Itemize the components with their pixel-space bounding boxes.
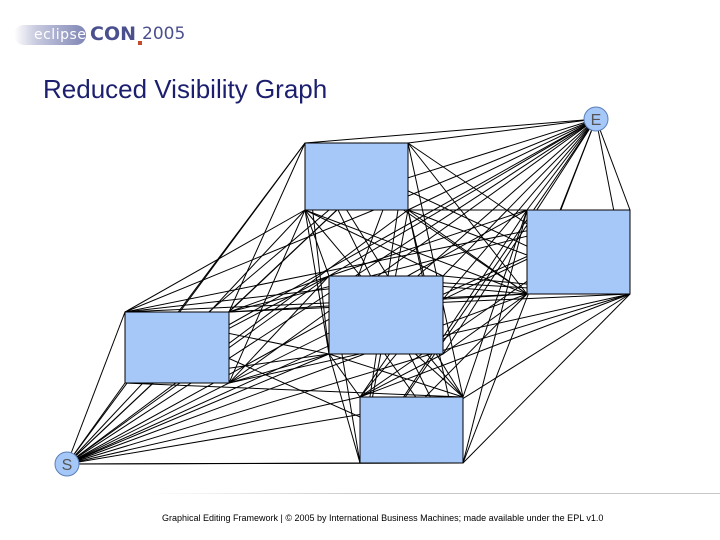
graph-edge <box>304 209 330 277</box>
graph-edge <box>407 142 464 398</box>
logo-eclipse-text: eclipse <box>34 27 87 43</box>
graph-edge <box>442 293 528 355</box>
graph-edge <box>595 118 631 211</box>
graph-edge <box>124 382 464 398</box>
graph-edge <box>328 353 361 398</box>
graph-edge <box>228 353 330 384</box>
graph-edge <box>407 209 528 295</box>
graph-edge <box>66 142 306 465</box>
graph-edge <box>526 118 597 211</box>
graph-edge <box>228 275 330 313</box>
footer-copyright: Graphical Editing Framework | © 2005 by … <box>162 513 604 523</box>
obstacle-3 <box>328 275 444 355</box>
start-node-label: S <box>62 457 73 474</box>
graph-obstacles <box>124 142 631 464</box>
end-node: E <box>583 106 609 132</box>
graph-edge <box>228 118 597 384</box>
graph-edge <box>328 209 528 277</box>
graph-edge <box>304 118 597 144</box>
graph-edge <box>442 118 597 355</box>
graph-edge <box>66 293 528 465</box>
start-node-circle <box>54 451 80 477</box>
graph-edge <box>66 382 126 465</box>
logo-dot <box>138 41 142 45</box>
slide-title: Reduced Visibility Graph <box>43 74 328 104</box>
graph-edge <box>66 311 126 465</box>
logo-con-text: CON <box>90 23 136 45</box>
graph-edge <box>228 209 306 384</box>
graph-edge <box>66 353 330 465</box>
graph-nodes: SE <box>54 106 609 477</box>
graph-edge <box>359 353 444 398</box>
graph-edge <box>359 293 631 398</box>
graph-edge <box>124 293 528 313</box>
graph-edge <box>66 396 361 465</box>
graph-edge <box>66 209 409 465</box>
graph-edge <box>228 142 306 313</box>
obstacle-2 <box>526 209 631 295</box>
end-node-circle <box>583 106 609 132</box>
eclipsecon-logo: eclipse CON 2005 <box>14 14 186 54</box>
graph-edge <box>124 118 597 313</box>
end-node-label: E <box>591 112 602 129</box>
obstacle-1 <box>304 142 409 211</box>
graph-edge <box>407 118 597 211</box>
graph-edge <box>328 353 361 464</box>
graph-edge <box>228 275 330 384</box>
graph-edge <box>407 118 597 144</box>
graph-edge <box>66 209 528 465</box>
graph-edge <box>462 293 631 464</box>
logo-swoosh <box>14 25 86 45</box>
obstacle-4 <box>124 311 230 384</box>
logo-year-text: 2005 <box>142 24 186 44</box>
graph-edge <box>124 209 306 313</box>
start-node: S <box>54 451 80 477</box>
obstacle-5 <box>359 396 464 464</box>
graph-edge <box>442 118 597 277</box>
footer-divider <box>150 493 720 494</box>
graph-edge <box>328 118 597 277</box>
graph-edge <box>304 209 528 295</box>
graph-edge <box>462 209 528 464</box>
graph-edge <box>66 293 631 465</box>
graph-edge <box>328 353 464 398</box>
